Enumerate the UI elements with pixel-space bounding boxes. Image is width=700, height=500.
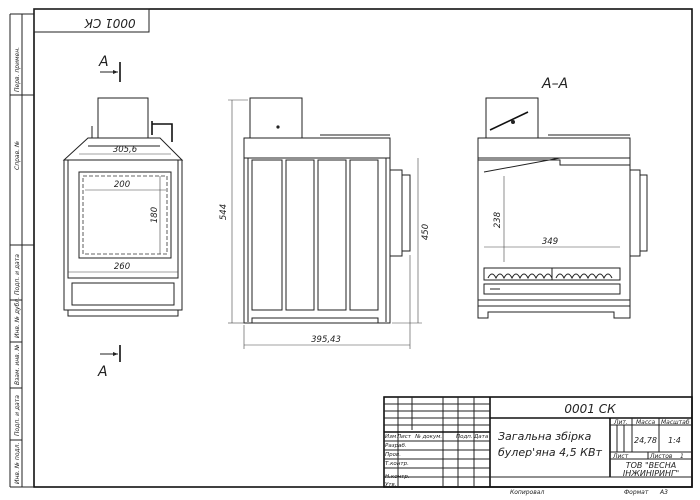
title-name-line1: Загальна збірка	[498, 430, 592, 443]
margin-label-0: Перв. примен.	[14, 47, 21, 92]
sheets-label: Листов	[649, 453, 673, 460]
dim-window-w: 200	[114, 180, 130, 190]
company-line2: ІНЖИНІРИНГ"	[623, 469, 679, 478]
lit-label: Лит.	[613, 419, 628, 426]
margin-label-1: Справ. №	[14, 141, 21, 170]
role-developer: Разраб.	[385, 443, 407, 449]
side-view: 544 450 395,43	[219, 97, 431, 349]
left-margin: Перв. примен. Справ. № Подп. и дата Инв.…	[9, 13, 34, 488]
dim-section-length: 349	[542, 237, 558, 247]
scale-label: Масштаб	[661, 419, 690, 426]
outer-frame	[33, 8, 693, 488]
role-checker: Пров.	[385, 452, 401, 458]
col-label-izm: Изм	[385, 434, 396, 440]
format-label: Формат	[624, 489, 649, 496]
col-label-doc: № докум.	[414, 434, 442, 440]
col-label-list: Лист	[396, 434, 412, 440]
section-title: A–A	[541, 76, 568, 92]
margin-label-4: Взам. инв. №	[14, 344, 21, 385]
scale-value: 1:4	[668, 436, 681, 445]
dim-side-height: 544	[219, 204, 229, 220]
section-marker-top: A	[98, 54, 109, 70]
role-ncontrol: Н.контр.	[385, 474, 410, 480]
dim-side-depth: 395,43	[311, 335, 341, 345]
company-line1: ТОВ "ВЕСНА	[626, 461, 677, 470]
format-value: А3	[659, 489, 668, 496]
dim-window-h: 180	[150, 207, 160, 223]
col-label-sign: Подп.	[456, 434, 473, 440]
mass-label: Масса	[636, 419, 655, 426]
rotated-code-box: 0001 СК	[33, 8, 150, 33]
col-label-date: Дата	[473, 434, 489, 440]
sheet-label: Лист	[612, 453, 629, 460]
section-marker-bottom: A	[97, 364, 108, 380]
section-view: A–A 238 349	[477, 76, 648, 319]
title-name-line2: булер'яна 4,5 КВт	[498, 446, 602, 459]
rotated-code: 0001 СК	[84, 16, 136, 30]
role-tcontrol: Т.контр.	[385, 461, 409, 467]
title-block: 0001 СК Изм Лист № докум. Подп. Дата Раз…	[383, 396, 693, 496]
mass-value: 24,78	[634, 436, 657, 445]
dim-section-height: 238	[493, 211, 503, 228]
margin-label-5: Подп. и дата	[14, 395, 21, 436]
dim-base: 260	[114, 262, 130, 272]
title-code: 0001 СК	[564, 402, 616, 416]
dim-front-top: 305,6	[113, 145, 138, 155]
front-view: 305,6 200 180 260 A A	[62, 54, 184, 380]
margin-label-6: Инв. № подл.	[14, 443, 21, 484]
dim-side-height2: 450	[421, 224, 431, 240]
margin-label-2: Подп. и дата	[14, 254, 21, 295]
margin-label-3: Инв. № дубл.	[14, 297, 21, 338]
copied-label: Копировал	[510, 489, 544, 496]
role-approved: Утв.	[385, 482, 397, 488]
sheets-value: 1	[680, 453, 684, 460]
